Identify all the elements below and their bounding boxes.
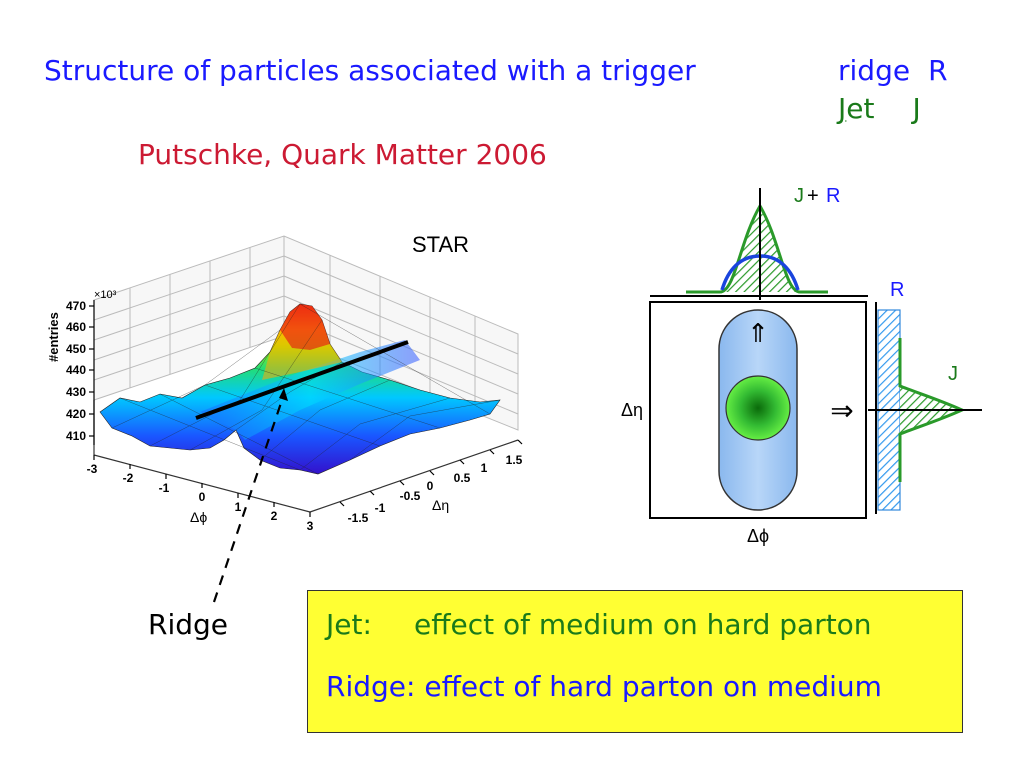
jet-shape <box>725 375 791 441</box>
summary-jet-line: Jet: effect of medium on hard parton <box>326 608 872 641</box>
ridge-pointer-line <box>212 393 286 603</box>
legend-jet-symbol: J <box>912 92 921 125</box>
experiment-label: STAR <box>412 232 470 257</box>
eta-axis-ticks <box>339 439 523 507</box>
z-tick-labels: 410 420 430 440 450 460 470 <box>66 299 86 443</box>
eta-tick: -0.5 <box>400 489 421 503</box>
ridge-pointer-arrowhead <box>279 388 288 401</box>
summary-jet-text: effect of medium on hard parton <box>414 608 872 641</box>
z-axis-label: #entries <box>46 312 61 362</box>
eta-tick: 1 <box>481 461 488 475</box>
phi-axis-ticks <box>93 455 311 517</box>
z-tick: 470 <box>66 299 86 313</box>
surface-mesh <box>99 303 501 475</box>
phi-tick: -3 <box>87 462 98 476</box>
z-axis <box>89 300 95 445</box>
phi-axis-label: Δϕ <box>190 509 207 525</box>
right-double-arrow-icon: ⇒ <box>830 395 853 426</box>
summary-ridge-line: Ridge: effect of hard parton on medium <box>326 670 882 703</box>
phi-tick: 0 <box>199 490 206 504</box>
eta-tick: 0.5 <box>454 471 471 485</box>
phi-tick: -2 <box>123 471 134 485</box>
up-double-arrow-icon: ⇑ <box>747 318 769 348</box>
eta-tick: -1.5 <box>348 511 369 525</box>
legend-ridge-word: ridge <box>838 54 911 87</box>
page-title: Structure of particles associated with a… <box>44 54 696 87</box>
summary-box <box>307 590 963 733</box>
z-tick: 410 <box>66 429 86 443</box>
phi-tick-labels: -3 -2 -1 0 1 2 3 <box>87 462 314 533</box>
phi-tick: 3 <box>307 519 314 533</box>
top-label-r: R <box>826 185 840 207</box>
top-label-plus: + <box>807 185 819 207</box>
right-label-r: R <box>890 279 904 301</box>
top-label-j: J <box>794 185 804 207</box>
legend-ridge: ridge R <box>838 54 978 87</box>
z-tick: 460 <box>66 320 86 334</box>
z-tick: 450 <box>66 342 86 356</box>
schematic-phi-axis-label: Δϕ <box>747 526 769 546</box>
eta-axis-label: Δη <box>432 497 449 513</box>
phi-tick: -1 <box>159 481 170 495</box>
legend-ridge-symbol: R <box>928 54 948 87</box>
schematic-eta-axis-label: Δη <box>621 400 643 420</box>
phi-tick: 2 <box>271 509 278 523</box>
right-projection <box>868 302 982 514</box>
eta-tick: 0 <box>427 479 434 493</box>
eta-tick: 1.5 <box>506 453 523 467</box>
summary-jet-key: Jet: <box>326 608 372 641</box>
legend-jet-first-letter: J <box>838 92 847 125</box>
legend-jet-rest: et <box>846 92 875 125</box>
z-exponent: ×10³ <box>94 289 117 301</box>
ridge-label: Ridge <box>148 608 229 641</box>
z-tick: 420 <box>66 407 86 421</box>
right-label-j: J <box>948 363 958 385</box>
phi-tick: 1 <box>235 500 242 514</box>
citation: Putschke, Quark Matter 2006 <box>138 138 547 171</box>
top-projection <box>650 188 868 300</box>
eta-tick: -1 <box>375 501 386 515</box>
z-tick: 430 <box>66 385 86 399</box>
eta-tick-labels: -1.5 -1 -0.5 0 0.5 1 1.5 <box>348 453 523 525</box>
z-tick: 440 <box>66 363 86 377</box>
